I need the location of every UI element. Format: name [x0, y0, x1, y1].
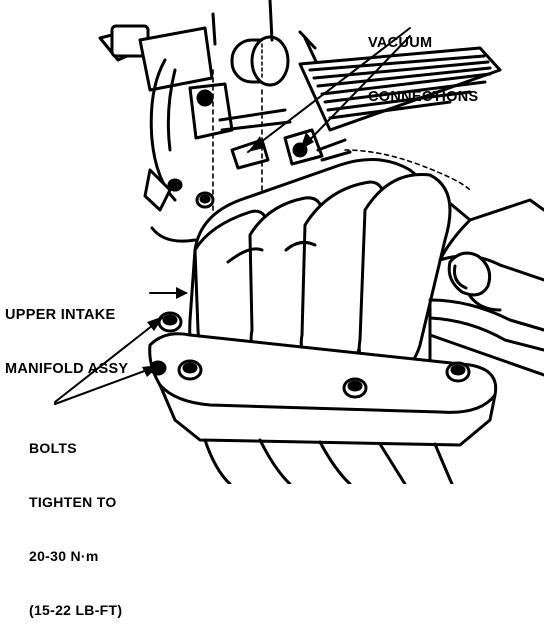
flange-bolts — [149, 178, 471, 399]
engine-right-side — [428, 198, 544, 377]
throttle-body-assembly — [98, 12, 234, 243]
bolts-torque-callout: BOLTS TIGHTEN TO 20-30 N·m (15-22 LB-FT) — [29, 403, 122, 637]
callout-line: TIGHTEN TO — [29, 494, 117, 510]
bolt — [157, 311, 183, 333]
callout-line: (15-22 LB-FT) — [29, 602, 123, 618]
callout-line: VACUUM — [368, 35, 433, 51]
callout-line: UPPER INTAKE — [5, 307, 116, 323]
manifold-flange — [148, 332, 498, 484]
callout-line: CONNECTIONS — [368, 89, 479, 105]
callout-line: BOLTS — [29, 440, 77, 456]
leader-lines — [54, 27, 411, 405]
plenum-ribs — [298, 46, 502, 132]
bolt — [342, 377, 368, 399]
manifold-illustration — [54, 0, 544, 484]
upper-intake-manifold — [188, 158, 472, 382]
vacuum-connections-callout: VACUUM CONNECTIONS — [368, 0, 478, 124]
leader-arrowheads — [142, 132, 314, 377]
bolt — [195, 191, 215, 209]
bolt — [445, 361, 471, 383]
callout-line: 20-30 N·m — [29, 548, 99, 564]
bolt — [167, 178, 183, 192]
cylinder-sensor — [230, 0, 322, 87]
bolt — [177, 359, 203, 381]
upper-intake-manifold-callout: UPPER INTAKE MANIFOLD ASSY — [5, 270, 128, 396]
callout-line: MANIFOLD ASSY — [5, 361, 129, 377]
